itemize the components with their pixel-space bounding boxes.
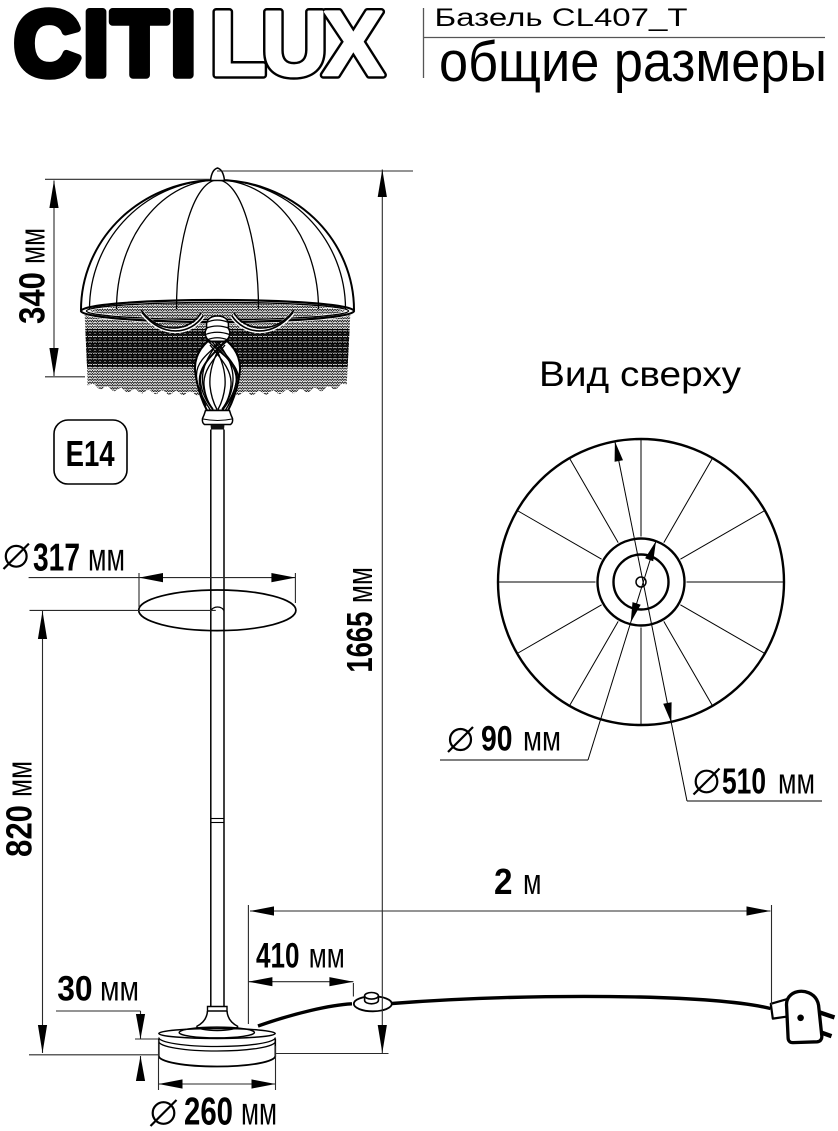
- svg-text:340: 340: [11, 272, 52, 324]
- svg-text:мм: мм: [339, 567, 380, 603]
- svg-text:2: 2: [494, 861, 513, 902]
- svg-text:Вид сверху: Вид сверху: [539, 355, 742, 394]
- svg-text:30: 30: [57, 970, 92, 1009]
- svg-text:E14: E14: [66, 433, 116, 474]
- svg-text:260: 260: [184, 1091, 233, 1131]
- svg-text:1665: 1665: [339, 612, 380, 673]
- svg-text:820: 820: [0, 805, 40, 857]
- svg-text:мм: мм: [100, 970, 139, 1009]
- svg-text:LUX: LUX: [210, 0, 384, 95]
- svg-text:мм: мм: [0, 761, 40, 797]
- svg-text:Базель CL407_T: Базель CL407_T: [435, 4, 688, 32]
- svg-text:мм: мм: [523, 720, 561, 759]
- svg-text:317: 317: [33, 537, 80, 580]
- svg-text:мм: мм: [778, 761, 815, 802]
- svg-text:LUX: LUX: [210, 0, 384, 95]
- svg-text:мм: мм: [11, 228, 52, 264]
- svg-text:мм: мм: [88, 537, 125, 580]
- svg-text:410: 410: [256, 936, 300, 975]
- svg-text:90: 90: [481, 720, 513, 759]
- svg-text:CITI: CITI: [14, 0, 196, 95]
- svg-text:мм: мм: [309, 936, 345, 975]
- svg-text:м: м: [523, 861, 542, 902]
- svg-text:мм: мм: [241, 1091, 277, 1131]
- svg-text:общие размеры: общие размеры: [439, 30, 827, 94]
- svg-text:510: 510: [722, 761, 766, 802]
